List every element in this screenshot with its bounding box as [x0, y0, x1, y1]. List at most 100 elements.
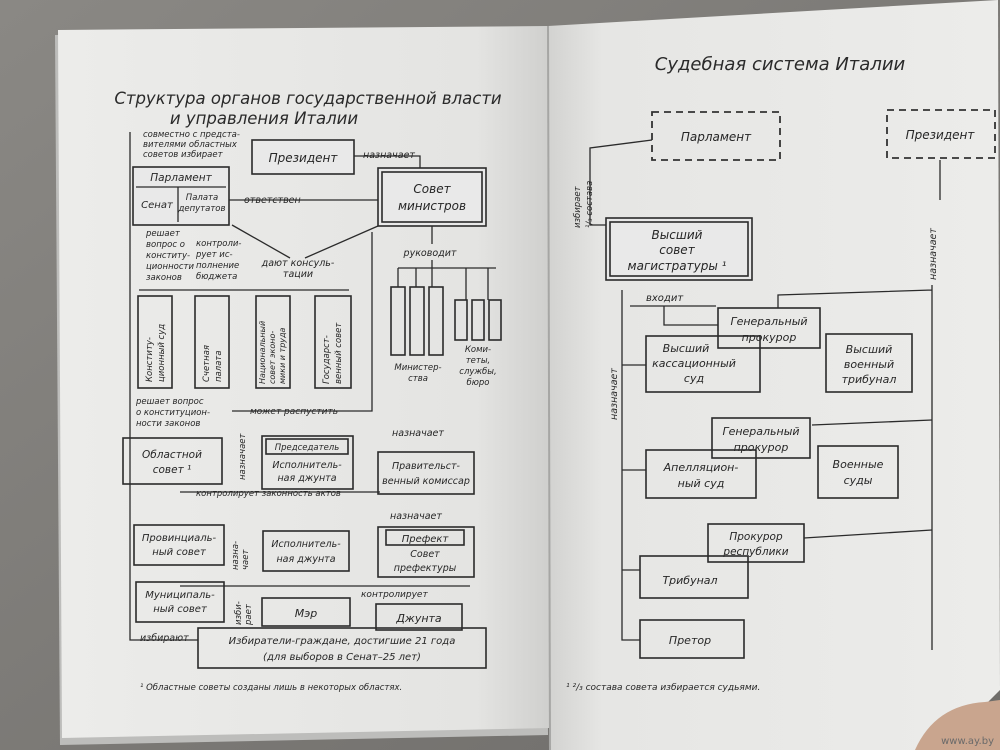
- chairman-label: Председатель: [275, 443, 340, 453]
- junta-box: [375, 603, 463, 631]
- right-president-label: Президент: [906, 128, 976, 142]
- mayor-box: [261, 597, 351, 627]
- consult-column-boxes: [137, 295, 352, 389]
- mayor-label: Мэр: [295, 607, 318, 620]
- left-title-line2: и управления Италии: [170, 109, 359, 128]
- military-tribunal-label-2: военный: [844, 358, 894, 371]
- prosecutor-general-box: [717, 307, 821, 349]
- exec-junta-label-1: Исполнитель-: [272, 460, 342, 471]
- voters-label-1: Избиратели-граждане, достигшие 21 года: [229, 635, 456, 647]
- svg-text:Счетная: Счетная: [202, 345, 212, 382]
- prosecutor-general2-label-1: Генеральный: [722, 425, 799, 438]
- prosecutor-general2-box: [711, 417, 811, 459]
- junta-label: Джунта: [395, 612, 442, 625]
- prosecutor-general2-label-2: прокурор: [734, 441, 789, 454]
- svg-text:мики и труда: мики и труда: [278, 327, 287, 384]
- provincial-council-box: [133, 524, 225, 566]
- council-ministers-label-2: министров: [398, 199, 466, 213]
- svg-text:венный совет: венный совет: [334, 322, 344, 384]
- right-footnote: ¹ ²/₃ состава совета избирается судьями.: [566, 683, 760, 693]
- military-tribunal-box: [825, 333, 913, 393]
- svg-text:ционности: ционности: [146, 262, 194, 272]
- prosecutor-general-label-1: Генеральный: [730, 315, 807, 328]
- right-page-content: Судебная система Италии Парламент Презид…: [566, 54, 996, 693]
- controls-legality-label: контролирует законность актов: [196, 489, 341, 499]
- supreme-council-label-2: совет: [659, 243, 695, 257]
- prov-exec-junta-box: [262, 530, 350, 572]
- tribunal-label: Трибунал: [662, 574, 717, 587]
- cassation-label-3: суд: [684, 372, 704, 385]
- exec-junta-box: [261, 435, 354, 490]
- prov-exec-junta-label-1: Исполнитель-: [271, 539, 341, 550]
- watermark: www.ay.by: [941, 736, 994, 747]
- svg-text:решает: решает: [145, 229, 181, 239]
- elects-label-2: ¹/₃ состава: [585, 181, 595, 228]
- econ-council-label: Национальный совет эконо- мики и труда: [258, 321, 287, 384]
- prefecture-label-1: Совет: [410, 549, 440, 560]
- senate-label: Сенат: [141, 200, 174, 211]
- ministry-boxes: [390, 286, 502, 356]
- committees-label: Коми- теты, службы, бюро: [459, 345, 496, 388]
- elects-v-label-1: изби-: [234, 601, 244, 625]
- pretor-label: Претор: [669, 634, 711, 647]
- republic-prosecutor-label-2: республики: [722, 546, 788, 558]
- svg-text:службы,: службы,: [459, 367, 496, 377]
- ministries-label-2: ства: [408, 374, 428, 384]
- svg-text:советов избирает: советов избирает: [143, 150, 224, 160]
- svg-text:Коми-: Коми-: [465, 345, 491, 355]
- tribunal-box: [639, 555, 749, 599]
- military-tribunal-label-1: Высший: [846, 343, 893, 356]
- municipal-council-box: [135, 581, 225, 623]
- svg-text:Конститу-: Конститу-: [145, 337, 155, 382]
- svg-text:контроли-: контроли-: [196, 239, 241, 249]
- military-courts-box: [817, 445, 899, 499]
- ministries-label-1: Министер-: [394, 363, 441, 373]
- supreme-council-box: [605, 217, 753, 281]
- left-title-line1: Структура органов государственной власти: [114, 89, 502, 108]
- svg-text:Национальный: Национальный: [258, 321, 267, 384]
- enters-label: входит: [646, 293, 684, 304]
- const-court-label: Конститу- ционный суд: [145, 324, 167, 382]
- council-ministers-box: [377, 167, 487, 227]
- chamber-label-2: депутатов: [177, 204, 225, 214]
- appeal-court-box: [645, 449, 757, 499]
- left-footnote: ¹ Областные советы созданы лишь в некото…: [140, 683, 402, 693]
- svg-text:ности законов: ности законов: [136, 419, 200, 429]
- svg-text:Государст-: Государст-: [322, 335, 332, 384]
- prefect-label: Префект: [402, 534, 450, 545]
- page-spine: [547, 25, 551, 750]
- regional-council-label-1: Областной: [142, 449, 202, 461]
- president-label: Президент: [269, 151, 339, 165]
- left-spine-line: [129, 132, 198, 641]
- svg-text:совместно с предста-: совместно с предста-: [143, 130, 240, 140]
- finger-corner: [915, 700, 1000, 750]
- military-courts-label-1: Военные: [833, 458, 884, 471]
- decides-label: решает вопрос о конститу- ционности зако…: [145, 229, 194, 283]
- svg-text:совет эконо-: совет эконо-: [268, 331, 277, 384]
- svg-text:конститу-: конститу-: [146, 251, 190, 261]
- gov-commissioner-box: [377, 451, 475, 495]
- svg-text:теты,: теты,: [466, 356, 491, 366]
- municipal-council-label-2: ный совет: [153, 604, 208, 615]
- may-dissolve-label: может распустить: [250, 407, 338, 417]
- appoints-left-label: назначает: [609, 368, 620, 420]
- appoints2-label: назначает: [392, 428, 444, 439]
- appoints-vertical-label: назначает: [238, 432, 248, 480]
- jointly-label: совместно с предста- вителями областных …: [143, 130, 240, 160]
- provincial-council-label-2: ный совет: [152, 547, 207, 558]
- parliament-dashed-box: [651, 111, 781, 161]
- parliament-elects-line: [589, 139, 653, 226]
- prefecture-label-2: префектуры: [394, 563, 457, 574]
- consults-label-2: тации: [283, 269, 313, 280]
- svg-text:о конституцион-: о конституцион-: [136, 408, 210, 418]
- directs-label: руководит: [403, 248, 457, 259]
- appoints3-label: назначает: [390, 511, 442, 522]
- regional-council-label-2: совет ¹: [153, 464, 192, 476]
- right-title: Судебная система Италии: [655, 54, 906, 75]
- left-page-content: Структура органов государственной власти…: [114, 89, 502, 693]
- president-box: [251, 139, 355, 175]
- chamber-label-1: Палата: [186, 193, 218, 203]
- president-dashed-box: [886, 109, 996, 159]
